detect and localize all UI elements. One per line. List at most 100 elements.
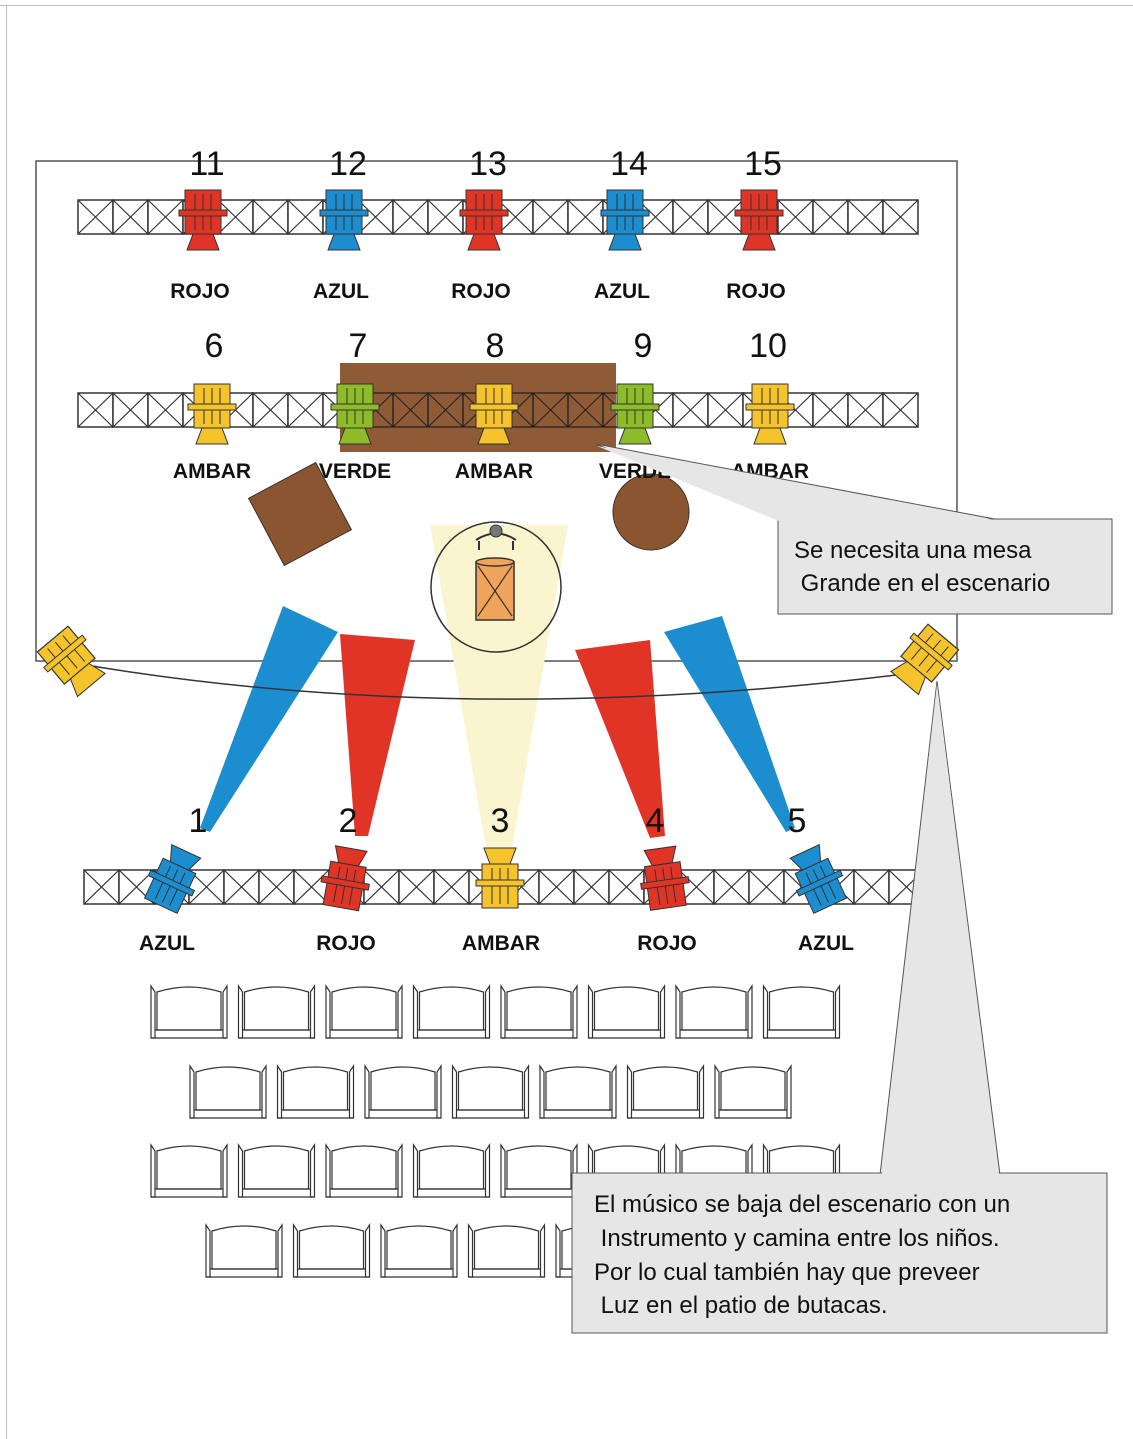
callout-audience-line-1: El músico se baja del escenario con un — [594, 1191, 1010, 1218]
truss-top-cell — [217, 199, 254, 235]
fixture-color-label: AMBAR — [462, 932, 540, 955]
truss-top-cell — [812, 199, 849, 235]
seat — [380, 1223, 458, 1278]
fixture-color-label: ROJO — [637, 932, 697, 955]
truss-front-cell — [853, 869, 890, 905]
callout-table: Se necesita una mesa Grande en el escena… — [595, 443, 1113, 615]
truss-top-cell — [252, 199, 289, 235]
fixture-color-label: AZUL — [139, 932, 195, 955]
fixture-number: 7 — [349, 327, 368, 365]
seat — [539, 1064, 617, 1119]
truss-top-cell — [567, 199, 604, 235]
fixture-color-label: AZUL — [594, 280, 650, 303]
truss-top-cell — [777, 199, 814, 235]
seat — [587, 984, 666, 1039]
seat — [500, 984, 578, 1039]
callout-audience-line-2: Instrumento y camina entre los niños. — [594, 1225, 1000, 1252]
truss-front-cell — [608, 869, 645, 905]
light-beam-1 — [200, 606, 338, 832]
seat — [762, 984, 841, 1039]
truss-middle-cell — [252, 392, 289, 428]
truss-top-cell — [147, 199, 184, 235]
truss-top-cell — [287, 199, 324, 235]
truss-middle-cell — [672, 392, 709, 428]
truss-over-table-brace — [392, 392, 429, 428]
fixture-number: 11 — [189, 145, 224, 183]
seat — [467, 1223, 546, 1278]
light-beam-3 — [575, 640, 665, 838]
truss-top-cell — [672, 199, 709, 235]
truss-front-cell — [398, 869, 435, 905]
truss-middle-cell — [147, 392, 184, 428]
truss-top-cell — [357, 199, 394, 235]
seat — [364, 1064, 442, 1119]
truss-middle-cell — [812, 392, 849, 428]
fixture-number: 1 — [189, 802, 208, 840]
truss-over-table-brace — [532, 392, 569, 428]
lighting-fixture — [475, 847, 525, 909]
truss-top-cell — [707, 199, 744, 235]
truss-front-cell — [713, 869, 750, 905]
truss-middle-cell — [707, 392, 744, 428]
fixture-color-label: VERDE — [319, 460, 391, 483]
light-beams — [200, 606, 795, 838]
truss-top-cell — [497, 199, 534, 235]
fixture-color-label: AZUL — [798, 932, 854, 955]
truss-front-cell — [83, 869, 120, 905]
seat — [205, 1223, 283, 1278]
frame-top-border — [0, 5, 1133, 6]
truss-front-cell — [538, 869, 575, 905]
fixture-number: 15 — [744, 145, 782, 183]
fixture-number: 13 — [469, 145, 507, 183]
audience-seating — [150, 984, 841, 1278]
lighting-fixture — [187, 383, 237, 445]
round-prop — [612, 473, 690, 551]
truss-over-table-brace — [427, 392, 464, 428]
lighting-fixture — [610, 383, 660, 445]
seat — [626, 1064, 705, 1119]
lighting-fixture — [789, 843, 848, 915]
fixture-number: 8 — [486, 327, 505, 365]
truss-top-cell — [392, 199, 429, 235]
truss-top-cell — [532, 199, 569, 235]
seat — [189, 1064, 267, 1119]
side-fixture-left — [36, 625, 106, 698]
truss-top-cell — [847, 199, 884, 235]
fixture-color-label: ROJO — [726, 280, 786, 303]
truss-middle-cell — [882, 392, 919, 428]
truss-front-cell — [258, 869, 295, 905]
lighting-fixture — [640, 845, 690, 911]
seat — [325, 984, 403, 1039]
seat — [292, 1223, 371, 1278]
drum-instrument — [475, 557, 515, 621]
lighting-fixture — [178, 189, 228, 251]
lighting-fixture — [459, 189, 509, 251]
fixture-number: 10 — [749, 327, 787, 365]
seat — [412, 1143, 491, 1198]
lighting-fixture — [469, 383, 519, 445]
truss-front-cell — [433, 869, 470, 905]
lighting-fixture — [734, 189, 784, 251]
square-prop — [247, 461, 353, 567]
side-cable — [79, 663, 921, 700]
truss-top-cell — [427, 199, 464, 235]
fixture-number: 5 — [788, 802, 807, 840]
callout-audience-line-3: Por lo cual también hay que preveer — [594, 1259, 980, 1286]
callout-audience-line-4: Luz en el patio de butacas. — [594, 1292, 888, 1319]
callout-table-line-2: Grande en el escenario — [794, 570, 1050, 597]
callout-audience: El músico se baja del escenario con un I… — [571, 680, 1108, 1334]
truss-top-cell — [112, 199, 149, 235]
seat — [150, 1143, 228, 1198]
fixture-color-label: ROJO — [451, 280, 511, 303]
light-beam-2 — [340, 634, 415, 836]
frame-left-border — [6, 5, 7, 1439]
truss-over-table-brace — [567, 392, 604, 428]
lighting-fixture — [320, 845, 370, 912]
fixture-number: 2 — [339, 802, 358, 840]
truss-front-cell — [748, 869, 785, 905]
seat — [714, 1064, 792, 1119]
seat — [237, 984, 316, 1039]
